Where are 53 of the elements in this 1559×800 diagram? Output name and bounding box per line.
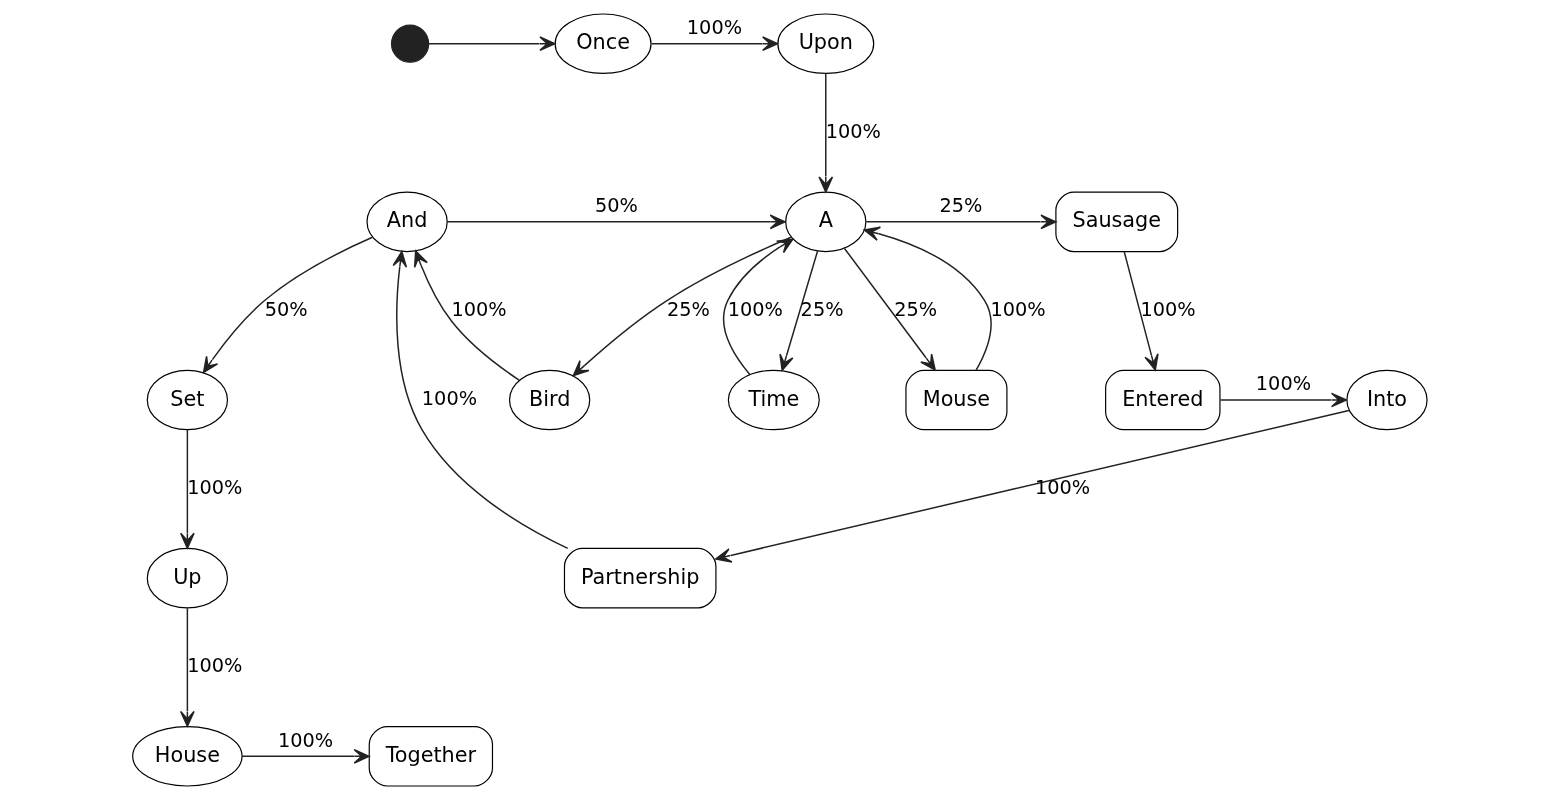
- edge-label: 100%: [1139, 297, 1196, 321]
- node-ellipse: Time: [727, 369, 820, 431]
- arrow: [650, 36, 778, 52]
- arrow: [1123, 251, 1159, 371]
- node-ellipse: And: [365, 191, 448, 253]
- edge-label: 100%: [989, 297, 1046, 321]
- arrow: [714, 409, 1350, 563]
- node-ellipse: Upon: [776, 13, 874, 74]
- edge-label: 100%: [186, 654, 242, 678]
- edge-label: 100%: [686, 15, 742, 39]
- edge-label: 25%: [893, 297, 937, 321]
- arrow: [778, 250, 818, 372]
- node-ellipse: A: [784, 191, 866, 253]
- arrow: [179, 607, 195, 728]
- edge-label: 100%: [727, 297, 783, 321]
- arrow: [427, 36, 555, 52]
- edge-label: 50%: [594, 194, 638, 218]
- edge-label: 100%: [825, 119, 881, 143]
- node-ellipse: Set: [146, 369, 228, 431]
- arrow: [572, 236, 792, 377]
- edge-label: 25%: [666, 297, 710, 321]
- node-box: Together: [368, 726, 493, 787]
- arrow: [179, 429, 195, 549]
- edge-label: 100%: [186, 476, 242, 500]
- node-box: Mouse: [904, 369, 1007, 431]
- edge-label: 100%: [1034, 476, 1090, 500]
- node-ellipse: Up: [146, 547, 228, 609]
- edge-label: 100%: [1255, 372, 1311, 396]
- node-ellipse: House: [131, 726, 243, 787]
- edge-label: 25%: [938, 194, 982, 218]
- node-box: Sausage: [1054, 191, 1178, 253]
- arrow: [391, 250, 568, 550]
- node-box: Entered: [1104, 369, 1221, 431]
- arrow: [202, 236, 373, 374]
- arrow: [865, 214, 1057, 230]
- arrow: [446, 214, 786, 230]
- edge-label: 50%: [264, 297, 308, 321]
- node-ellipse: Into: [1345, 369, 1428, 431]
- arrow: [817, 72, 833, 193]
- node-box: Partnership: [563, 547, 716, 609]
- arrow: [722, 238, 793, 376]
- node-ellipse: Bird: [508, 369, 590, 431]
- arrow: [413, 250, 520, 382]
- edge-label: 100%: [421, 387, 477, 411]
- arrow: [1219, 392, 1347, 408]
- node-circle: [390, 24, 429, 63]
- edge-label: 25%: [800, 297, 844, 321]
- arrow: [863, 226, 992, 371]
- edge-label: 100%: [451, 297, 507, 321]
- edge-label: 100%: [277, 728, 333, 752]
- node-ellipse: Once: [554, 13, 652, 74]
- arrow: [240, 748, 370, 764]
- arrow: [843, 247, 936, 371]
